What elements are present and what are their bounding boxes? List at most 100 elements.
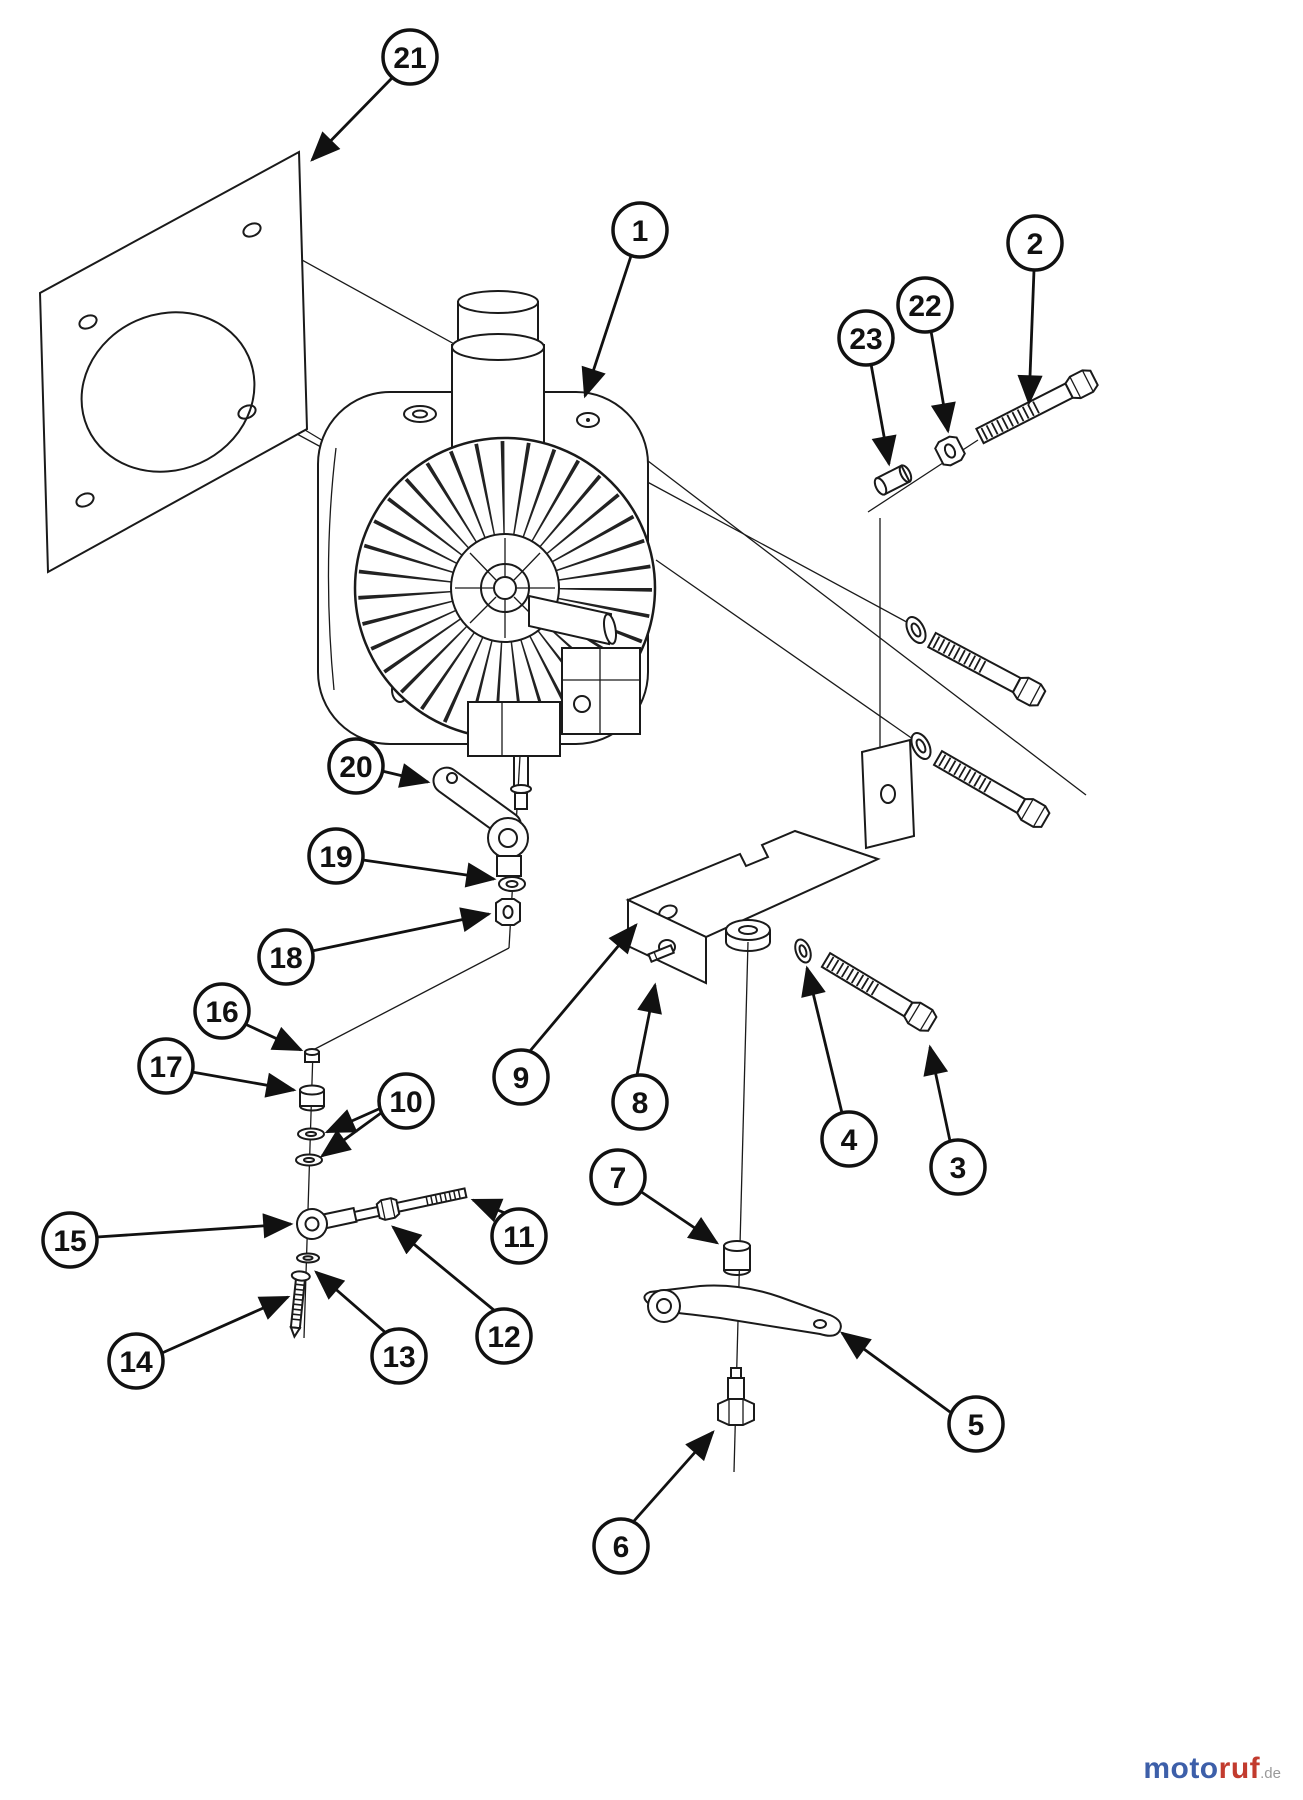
callout-21: 21 <box>381 28 439 86</box>
part-6-fitting <box>717 1367 755 1426</box>
callout-5: 5 <box>947 1395 1005 1453</box>
callout-19-label: 19 <box>319 841 352 874</box>
part-8-pin <box>647 943 676 964</box>
engine-side-block <box>561 647 641 735</box>
part-20-arm <box>432 766 529 877</box>
arrow-3 <box>923 1044 952 1142</box>
engine-cylinder <box>451 344 545 452</box>
part-13-washer <box>296 1252 320 1264</box>
washer-upper <box>905 616 927 644</box>
arrow-5 <box>839 1331 951 1414</box>
callout-7-label: 7 <box>610 1162 627 1195</box>
callout-1: 1 <box>611 201 669 259</box>
part-5-lever <box>643 1284 842 1337</box>
callout-21-label: 21 <box>393 42 426 75</box>
arrow-20 <box>381 763 431 788</box>
callout-18: 18 <box>257 928 315 986</box>
callout-10-label: 10 <box>389 1086 422 1119</box>
part-12-nut <box>375 1197 401 1221</box>
callout-12: 12 <box>475 1307 533 1365</box>
part-19-washer <box>498 876 526 892</box>
callout-22: 22 <box>896 276 954 334</box>
callout-16: 16 <box>193 982 251 1040</box>
arrow-8 <box>635 982 662 1076</box>
callout-11-label: 11 <box>503 1221 535 1254</box>
arrow-10a <box>324 1106 382 1134</box>
callout-2-label: 2 <box>1027 228 1044 261</box>
callout-6-label: 6 <box>613 1531 630 1564</box>
arrow-22 <box>929 330 956 434</box>
callout-9: 9 <box>492 1048 550 1106</box>
callout-5-label: 5 <box>968 1409 985 1442</box>
callout-20-label: 20 <box>339 751 372 784</box>
callout-23-label: 23 <box>849 323 882 356</box>
arrow-11 <box>470 1198 506 1223</box>
arrow-1 <box>581 255 633 399</box>
callout-17-label: 17 <box>149 1051 182 1084</box>
engine-cap-top <box>457 290 539 314</box>
callout-13-label: 13 <box>382 1341 415 1374</box>
bolt-lower <box>932 749 1051 828</box>
callout-4-label: 4 <box>841 1124 858 1157</box>
callout-23: 23 <box>837 309 895 367</box>
watermark-text-domain: .de <box>1260 1765 1281 1782</box>
governor-shaft <box>510 756 532 810</box>
arrow-16 <box>244 1022 304 1052</box>
callout-6: 6 <box>592 1517 650 1575</box>
callout-3: 3 <box>929 1138 987 1196</box>
part-7-spacer <box>723 1240 751 1276</box>
callout-11: 11 <box>490 1207 548 1265</box>
watermark-text-moto: moto <box>1143 1752 1219 1785</box>
arrow-9 <box>528 923 638 1052</box>
arrow-7 <box>639 1189 720 1245</box>
callout-1-label: 1 <box>632 215 649 248</box>
watermark-text-ruf: ruf <box>1218 1752 1261 1785</box>
part-1-engine <box>317 290 657 810</box>
watermark: motoruf.de <box>1143 1752 1281 1786</box>
part-2-bolt <box>975 369 1099 445</box>
watermark-brand: motoruf <box>1143 1752 1260 1785</box>
arrow-13 <box>314 1270 387 1335</box>
part-15-rod-end <box>296 1206 358 1240</box>
callout-13: 13 <box>370 1327 428 1385</box>
arrow-2 <box>1017 269 1043 406</box>
callout-7: 7 <box>589 1148 647 1206</box>
part-22-nut <box>934 435 966 467</box>
bracket-boss <box>725 919 771 941</box>
callout-12-label: 12 <box>487 1321 520 1354</box>
arrow-6 <box>632 1430 715 1522</box>
part-3-bolt <box>820 951 938 1032</box>
callout-4: 4 <box>820 1110 878 1168</box>
callout-3-label: 3 <box>950 1152 967 1185</box>
callout-8-label: 8 <box>632 1087 649 1120</box>
arrow-23 <box>869 363 897 467</box>
callout-16-label: 16 <box>205 996 238 1029</box>
callout-14-label: 14 <box>119 1346 153 1379</box>
part-18-nut <box>495 898 521 926</box>
arrow-12 <box>391 1225 496 1313</box>
arrow-10b <box>319 1111 382 1158</box>
part-14-screw <box>289 1270 311 1339</box>
callout-8: 8 <box>611 1073 669 1131</box>
part-11-rod <box>349 1187 468 1223</box>
washer-lower <box>910 732 932 760</box>
callout-arrows <box>96 77 1043 1522</box>
callout-15-label: 15 <box>53 1225 86 1258</box>
arrow-21 <box>310 77 394 162</box>
arrow-19 <box>362 858 497 888</box>
arrow-18 <box>311 907 492 953</box>
arrow-15 <box>96 1213 294 1239</box>
callout-17: 17 <box>137 1037 195 1095</box>
part-23-spacer <box>873 464 913 496</box>
engine-base-block <box>467 701 561 757</box>
bolt-upper <box>926 631 1047 707</box>
part-17-spacer <box>299 1084 325 1112</box>
part-9-bracket <box>625 738 916 985</box>
callout-19: 19 <box>307 827 365 885</box>
arrow-14 <box>161 1295 291 1355</box>
callout-22-label: 22 <box>908 290 941 323</box>
callout-20: 20 <box>327 737 385 795</box>
callout-9-label: 9 <box>513 1062 530 1095</box>
crankshaft-stub <box>528 594 613 646</box>
